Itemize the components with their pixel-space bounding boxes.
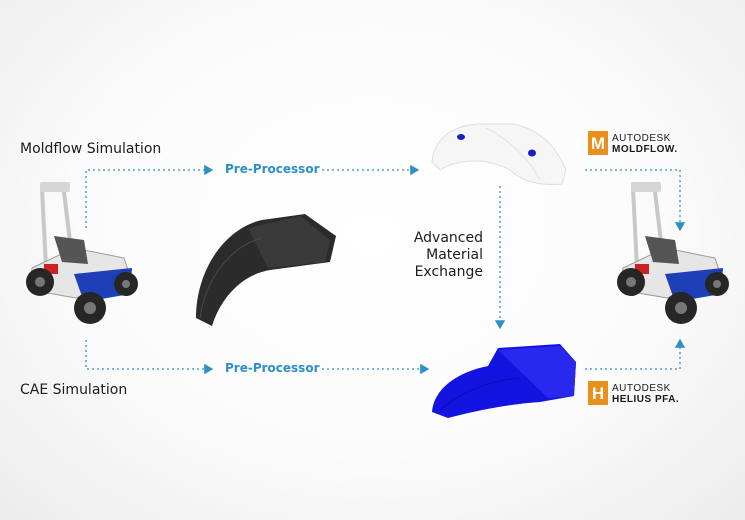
ame-line-2: Material [426, 247, 483, 263]
moldflow-logo-icon: M [588, 131, 608, 155]
autodesk-helius-pfa-logo: H AUTODESK HELIUS PFA. [588, 381, 688, 407]
pre-processor-label-top: Pre-Processor [225, 162, 320, 176]
pre-processor-label-bottom: Pre-Processor [225, 361, 320, 375]
moldflow-logo-letter: M [591, 134, 605, 153]
helius-logo-icon: H [588, 381, 608, 405]
moldflow-logo-text: AUTODESK MOLDFLOW. [612, 133, 678, 155]
helius-logo-letter: H [592, 384, 604, 403]
moldflow-logo-mark: . [674, 144, 678, 155]
moldflow-simulation-label: Moldflow Simulation [20, 141, 162, 157]
ame-line-1: Advanced [413, 230, 483, 246]
helius-logo-mark: . [675, 394, 680, 405]
ame-line-3: Exchange [414, 264, 483, 280]
moldflow-logo-line2: MOLDFLOW [612, 144, 675, 155]
helius-logo-line2: HELIUS PFA [612, 394, 676, 405]
arrow-helius-to-vehicle [585, 338, 686, 370]
arrow-moldflow-to-vehicle [585, 169, 686, 232]
moldflow-logo-line2-wrap: MOLDFLOW. [612, 144, 678, 155]
cae-simulation-label: CAE Simulation [20, 382, 128, 398]
advanced-material-exchange-label: Advanced Material Exchange [395, 230, 483, 281]
helius-logo-line2-wrap: HELIUS PFA. [612, 394, 679, 405]
moldflow-logo-line1: AUTODESK [612, 133, 671, 144]
helius-logo-line1: AUTODESK [612, 383, 671, 394]
arrow-top-to-preprocessor [85, 164, 214, 228]
autodesk-moldflow-logo: M AUTODESK MOLDFLOW. [588, 131, 688, 157]
helius-logo-text: AUTODESK HELIUS PFA. [612, 383, 679, 405]
